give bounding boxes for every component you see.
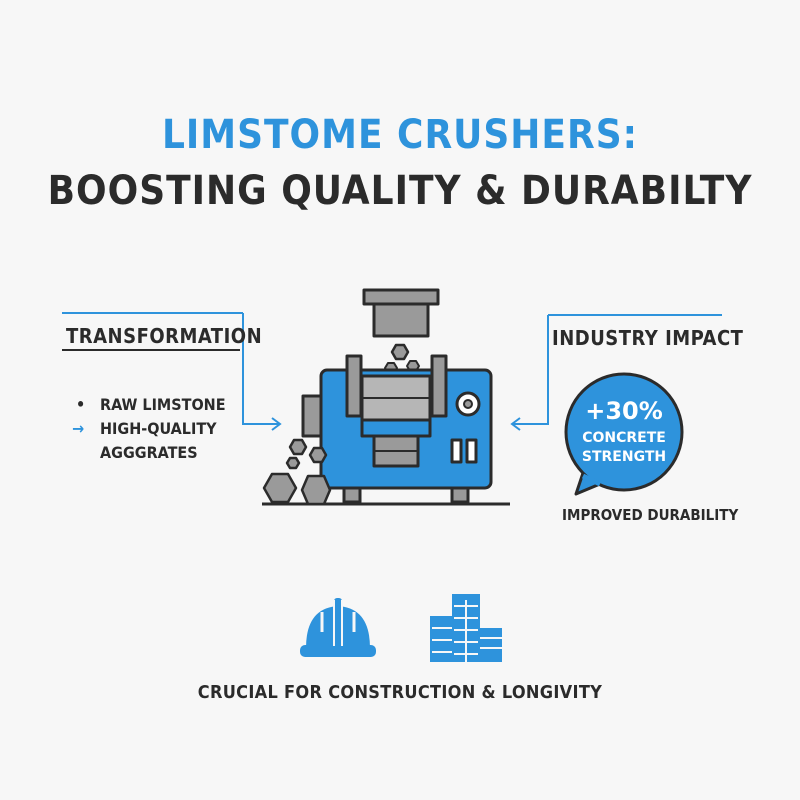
industry-impact-heading: INDUSTRY IMPACT xyxy=(552,326,744,350)
arrow-right-icon: → xyxy=(72,419,85,438)
bubble-value: +30% xyxy=(585,397,663,425)
bullet-icon: • xyxy=(76,395,86,414)
improved-durability-caption: IMPROVED DURABILITY xyxy=(562,506,739,524)
left-connector xyxy=(62,312,282,431)
crusher-machine-icon xyxy=(262,288,510,506)
footer-caption: CRUCIAL FOR CONSTRUCTION & LONGIVITY xyxy=(197,682,603,703)
transformation-item-3: AGGGRATES xyxy=(100,443,198,462)
rock-icon xyxy=(262,438,332,506)
transformation-heading: TRANSFORMATION xyxy=(66,324,263,348)
buildings-icon xyxy=(430,594,502,662)
title-line-1: LIMSTOME CRUSHERS: xyxy=(161,112,639,158)
speech-bubble xyxy=(564,372,684,496)
title-line-2: BOOSTING QUALITY & DURABILTY xyxy=(47,168,753,214)
bubble-line-1: CONCRETE xyxy=(582,430,666,446)
transformation-item-2: HIGH-QUALITY xyxy=(100,419,217,438)
hard-hat-icon xyxy=(300,598,376,657)
right-connector xyxy=(510,314,722,431)
bubble-line-2: STRENGTH xyxy=(581,449,667,465)
transformation-item-1: RAW LIMSTONE xyxy=(100,395,226,414)
